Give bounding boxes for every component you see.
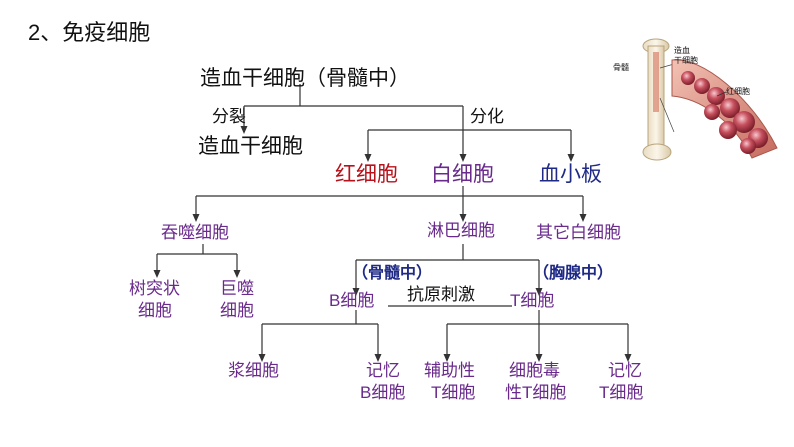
section-title: 2、免疫细胞: [28, 20, 151, 45]
node-helper-t-cell-line1: 辅助性: [424, 361, 475, 380]
node-b-cell: B细胞: [329, 291, 375, 310]
node-memory-t-cell-line2: T细胞: [599, 383, 644, 402]
node-red-blood-cell: 红细胞: [335, 163, 398, 186]
node-dendritic-cell-line2: 细胞: [138, 301, 172, 320]
node-memory-t-cell-line1: 记忆: [608, 361, 642, 380]
node-phagocyte: 吞噬细胞: [161, 223, 229, 242]
t-cell-origin-label: （胸腺中）: [533, 265, 614, 282]
node-other-white-cells: 其它白细胞: [536, 223, 621, 242]
inset-label-rbc: 红细胞: [726, 87, 750, 96]
node-t-cell: T细胞: [510, 291, 555, 310]
node-cytotoxic-t-cell-line2: 性T细胞: [505, 383, 567, 402]
node-platelet: 血小板: [539, 163, 602, 186]
inset-label-marrow: 骨髓: [613, 63, 629, 72]
node-dendritic-cell-line1: 树突状: [129, 279, 180, 298]
node-memory-b-cell-line1: 记忆: [366, 361, 400, 380]
node-hematopoietic-stem-cell: 造血干细胞: [198, 135, 303, 158]
branch-label-divide: 分裂: [212, 107, 246, 126]
node-white-blood-cell: 白细胞: [431, 163, 494, 186]
inset-label-hsc-line1: 造血: [674, 46, 690, 55]
root-node-hematopoietic-stem-cell: 造血干细胞（骨髓中）: [200, 67, 410, 90]
branch-label-differentiate: 分化: [470, 107, 504, 126]
inset-label-hsc-line2: 干细胞: [674, 56, 698, 65]
node-macrophage-line1: 巨噬: [220, 279, 254, 298]
antigen-stimulus-label: 抗原刺激: [407, 285, 475, 305]
bone-marrow-illustration: 骨髓 造血 干细胞 红细胞: [602, 38, 782, 163]
b-cell-origin-label: （骨髓中）: [352, 265, 433, 282]
node-memory-b-cell-line2: B细胞: [360, 383, 406, 402]
node-macrophage-line2: 细胞: [220, 301, 254, 320]
red-blood-cells-icon: [681, 71, 768, 154]
bone-shape: [642, 38, 672, 161]
node-helper-t-cell-line2: T细胞: [431, 383, 476, 402]
node-plasma-cell: 浆细胞: [228, 361, 279, 380]
node-cytotoxic-t-cell-line1: 细胞毒: [509, 361, 560, 380]
node-lymphocyte: 淋巴细胞: [427, 221, 495, 240]
